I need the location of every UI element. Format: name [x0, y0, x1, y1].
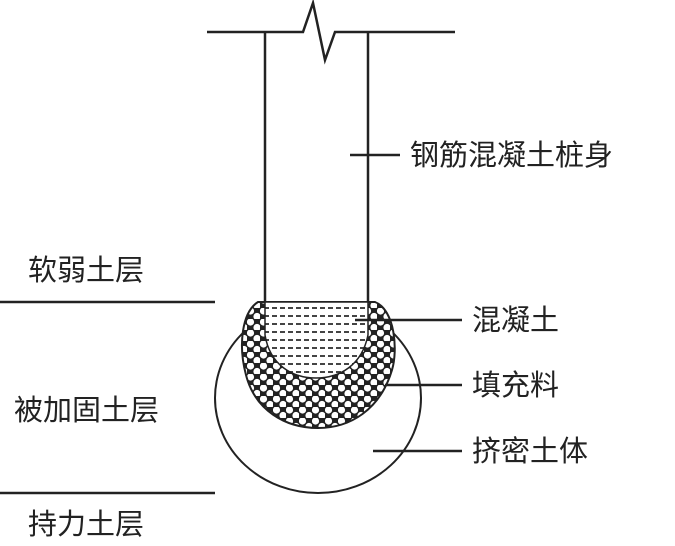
label-compacted-soil: 挤密土体 [472, 434, 589, 468]
pile-top-break-line [207, 0, 455, 65]
label-pile-body: 钢筋混凝土桩身 [410, 138, 614, 172]
label-bearing-layer: 持力土层 [28, 507, 145, 541]
label-filler: 填充料 [472, 368, 560, 402]
concrete-zone [264, 301, 369, 379]
label-soft-soil-layer: 软弱土层 [28, 253, 145, 287]
label-concrete: 混凝土 [472, 303, 560, 337]
label-reinforced-soil-layer: 被加固土层 [14, 393, 160, 427]
